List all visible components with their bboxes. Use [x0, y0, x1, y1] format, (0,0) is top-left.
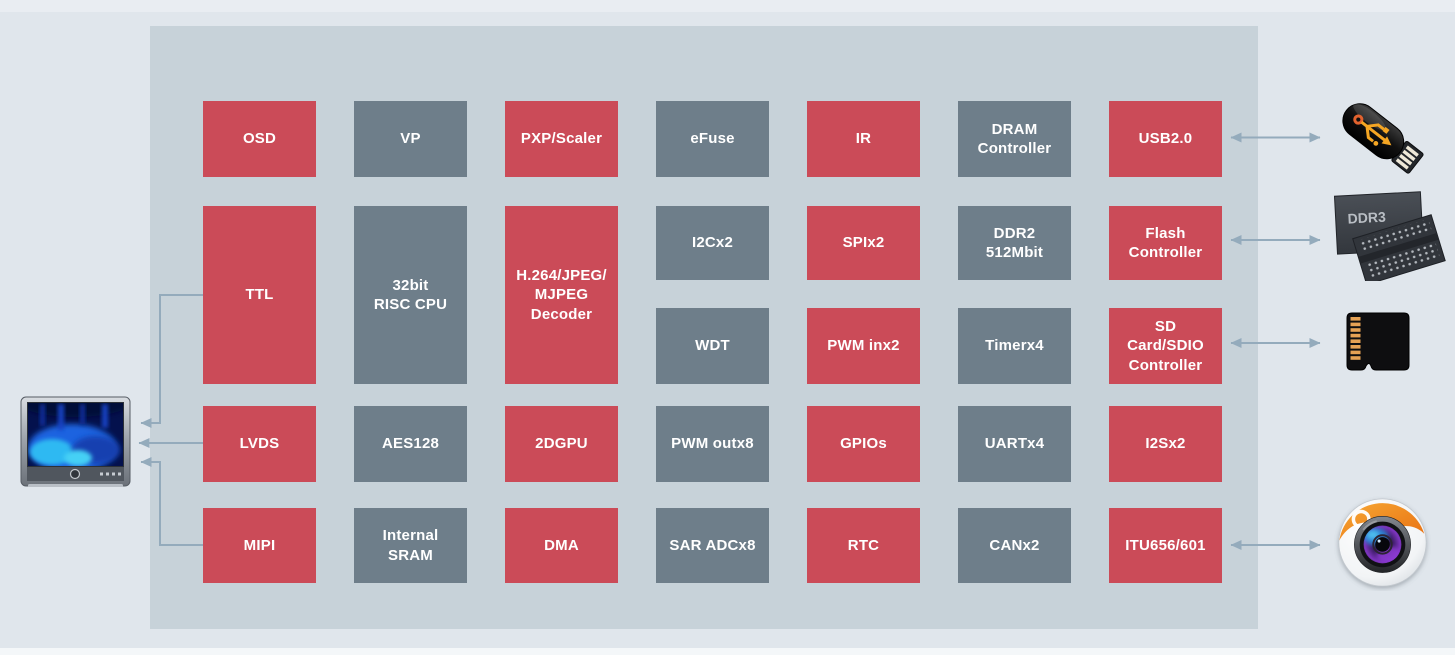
- ddr3-memory-chips-icon: DDR3: [1333, 191, 1446, 281]
- micro-sd-card-icon: [1346, 312, 1410, 371]
- block-dram-controller: DRAM Controller: [958, 101, 1071, 177]
- block-sar-adc: SAR ADCx8: [656, 508, 769, 583]
- block-ir: IR: [807, 101, 920, 177]
- block-timer: Timerx4: [958, 308, 1071, 384]
- block-uart: UARTx4: [958, 406, 1071, 482]
- usb-connector-pins: [1395, 145, 1419, 170]
- sd-card-pins: [1350, 317, 1361, 360]
- block-lvds: LVDS: [203, 406, 316, 482]
- block-pxp-scaler: PXP/Scaler: [505, 101, 618, 177]
- monitor-power-button: [69, 468, 81, 480]
- block-osd: OSD: [203, 101, 316, 177]
- block-spi: SPIx2: [807, 206, 920, 280]
- block-h264-decoder: H.264/JPEG/ MJPEG Decoder: [505, 206, 618, 384]
- monitor-control-buttons: [100, 472, 121, 476]
- usb-trident-icon: [1353, 114, 1392, 146]
- block-aes128: AES128: [354, 406, 467, 482]
- webcam-icon: [1338, 498, 1427, 587]
- block-usb2: USB2.0: [1109, 101, 1222, 177]
- block-rtc: RTC: [807, 508, 920, 583]
- block-ttl: TTL: [203, 206, 316, 384]
- block-risc-cpu: 32bit RISC CPU: [354, 206, 467, 384]
- top-strip: [0, 0, 1455, 12]
- block-flash-controller: Flash Controller: [1109, 206, 1222, 280]
- block-gpios: GPIOs: [807, 406, 920, 482]
- block-efuse: eFuse: [656, 101, 769, 177]
- block-itu656-601: ITU656/601: [1109, 508, 1222, 583]
- block-pwm-out: PWM outx8: [656, 406, 769, 482]
- block-mipi: MIPI: [203, 508, 316, 583]
- block-i2s: I2Sx2: [1109, 406, 1222, 482]
- lcd-monitor-icon: [20, 396, 131, 487]
- block-vp: VP: [354, 101, 467, 177]
- usb-flash-drive-icon: [1342, 103, 1424, 174]
- block-can: CANx2: [958, 508, 1071, 583]
- block-wdt: WDT: [656, 308, 769, 384]
- bottom-strip: [0, 648, 1455, 655]
- block-pwm-in: PWM inx2: [807, 308, 920, 384]
- block-i2c: I2Cx2: [656, 206, 769, 280]
- block-dma: DMA: [505, 508, 618, 583]
- block-sd-sdio-controller: SD Card/SDIO Controller: [1109, 308, 1222, 384]
- block-ddr2: DDR2 512Mbit: [958, 206, 1071, 280]
- block-internal-sram: Internal SRAM: [354, 508, 467, 583]
- ddr3-chip-label: DDR3: [1347, 209, 1386, 227]
- block-2dgpu: 2DGPU: [505, 406, 618, 482]
